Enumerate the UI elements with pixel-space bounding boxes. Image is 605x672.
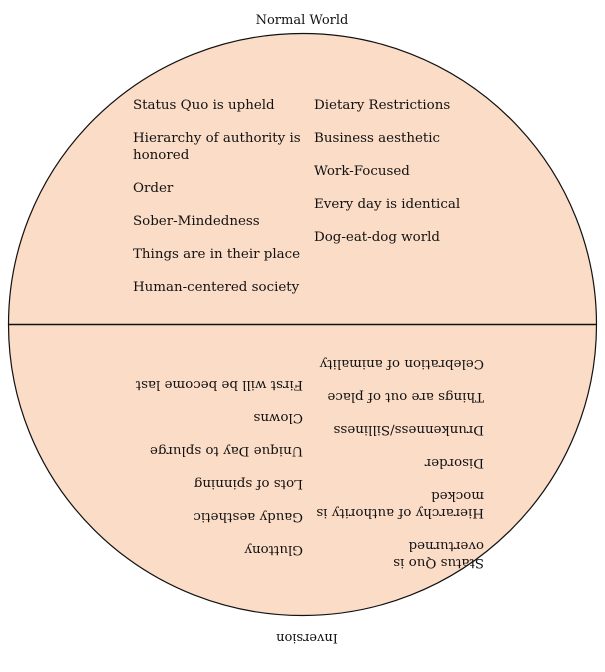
inversion-left-item: Gaudy aesthetic xyxy=(193,509,303,524)
normal-world-right-item: Dog-eat-dog world xyxy=(314,230,440,245)
inversion-left-item: First will be become last xyxy=(135,377,303,392)
inversion-left-list: Gluttony Gaudy aesthetic Lots of spinning U… xyxy=(133,376,303,558)
inversion-title: Inversion xyxy=(276,630,338,645)
normal-world-left-item: Sober-Mindedness xyxy=(133,214,260,229)
normal-world-left-item: Status Quo is upheld xyxy=(133,98,275,113)
normal-world-right-item: Every day is identical xyxy=(314,197,461,212)
inversion-right-item: Celebration of animality xyxy=(319,356,484,371)
normal-world-left-item: Hierarchy of authority is honored xyxy=(133,131,301,163)
normal-world-left-item: Human-centered society xyxy=(133,280,300,295)
inversion-right-item: Hierarchy of authority is mocked xyxy=(316,488,484,520)
inversion-right-item: Disorder xyxy=(424,455,484,470)
normal-world-right-item: Work-Focused xyxy=(314,164,410,179)
inversion-left-item: Clowns xyxy=(253,410,303,425)
normal-world-right-item: Business aesthetic xyxy=(314,131,441,146)
inversion-left-item: Unique Day to splurge xyxy=(149,443,303,458)
normal-world-left-item: Things are in their place xyxy=(133,247,301,262)
normal-world-title: Normal World xyxy=(255,13,349,28)
normal-world-left-item: Order xyxy=(133,181,174,196)
inversion-right-list: Status Quo is overturned Hierarchy of aut… xyxy=(314,355,484,571)
inversion-right-item: Status Quo is overturned xyxy=(393,538,484,570)
inversion-left-item: Gluttony xyxy=(244,542,303,557)
inversion-left-item: Lots of spinning xyxy=(193,476,303,491)
inversion-right-item: Things are out of place xyxy=(327,389,484,404)
inversion-right-item: Drunkenness/Silliness xyxy=(333,422,484,437)
normal-world-right-item: Dietary Restrictions xyxy=(314,98,451,113)
